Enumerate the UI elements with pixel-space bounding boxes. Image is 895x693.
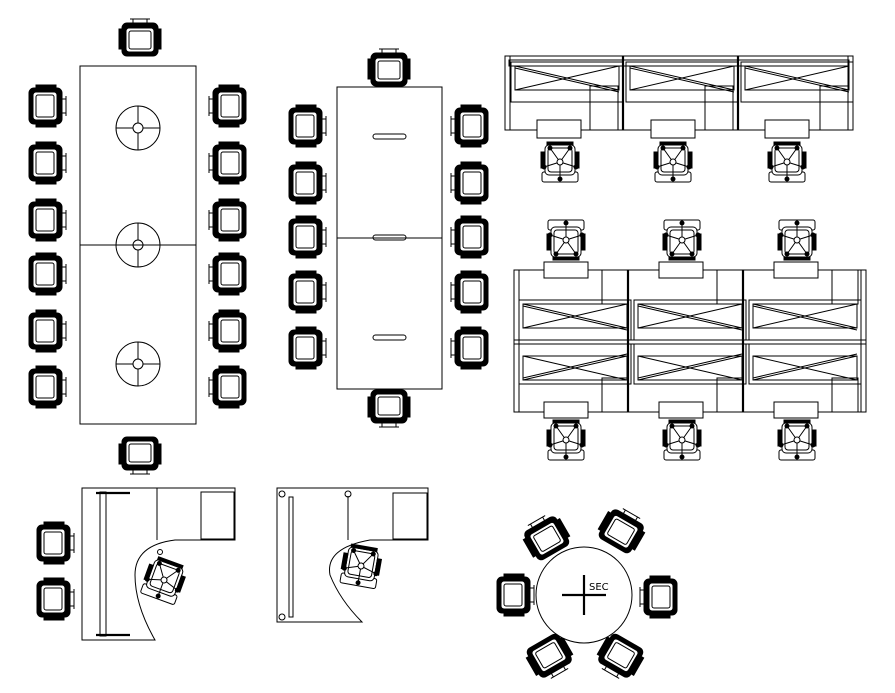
chair	[450, 326, 489, 370]
office-chair	[777, 219, 817, 261]
chair	[288, 270, 327, 314]
chair	[450, 104, 489, 148]
chair	[208, 365, 247, 409]
office-desk	[277, 488, 428, 622]
round-table: SEC	[496, 502, 678, 685]
chair	[496, 573, 535, 617]
executive-desk	[82, 488, 235, 640]
chair	[288, 326, 327, 370]
chair	[28, 365, 67, 409]
chair	[594, 502, 651, 557]
office-chair	[540, 141, 580, 183]
chair	[208, 198, 247, 242]
chair	[450, 161, 489, 205]
office-chair	[653, 141, 693, 183]
round-table-label: SEC	[589, 582, 609, 593]
office-chair	[777, 419, 817, 461]
chair	[208, 309, 247, 353]
chair	[36, 521, 75, 565]
office-desk-chairs	[338, 542, 384, 590]
office-chair	[662, 219, 702, 261]
chair	[208, 84, 247, 128]
conference-table-large	[80, 66, 196, 424]
chair	[367, 48, 411, 87]
office-chair	[138, 554, 190, 606]
chair	[208, 252, 247, 296]
chair	[118, 436, 162, 475]
workstation-row-single-chairs	[540, 141, 807, 183]
chair	[36, 577, 75, 621]
office-chair	[546, 419, 586, 461]
chair	[28, 141, 67, 185]
conference-table-medium	[337, 87, 442, 389]
office-chair	[767, 141, 807, 183]
conference-table-large-chairs	[28, 18, 247, 475]
office-chair	[338, 542, 384, 590]
office-chair	[546, 219, 586, 261]
chair	[28, 84, 67, 128]
chair	[208, 141, 247, 185]
executive-desk-chairs	[36, 521, 190, 621]
office-chair	[662, 419, 702, 461]
chair	[450, 215, 489, 259]
chair	[288, 161, 327, 205]
chair	[28, 309, 67, 353]
chair	[288, 104, 327, 148]
chair	[118, 18, 162, 57]
chair	[28, 198, 67, 242]
chair	[367, 389, 411, 428]
workstation-cluster-double	[514, 262, 866, 418]
chair	[450, 270, 489, 314]
chair	[28, 252, 67, 296]
chair	[288, 215, 327, 259]
workstation-row-single	[505, 56, 854, 138]
chair	[639, 575, 678, 619]
